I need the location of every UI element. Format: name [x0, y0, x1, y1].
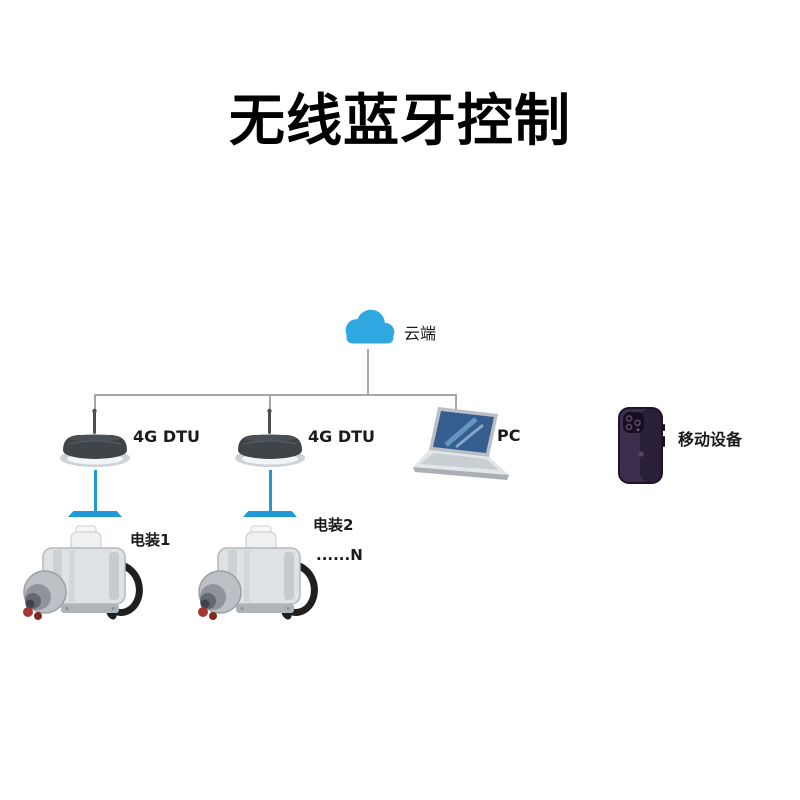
laptop-icon	[412, 405, 530, 489]
actuator2-sublabel: ......N	[316, 546, 363, 564]
cloud-drop-line	[367, 349, 369, 395]
bluetooth-link-pad-2	[243, 511, 297, 517]
bluetooth-link-pad-1	[68, 511, 122, 517]
actuator2-label: 电装2	[313, 516, 354, 534]
bus-horizontal-line	[94, 394, 457, 396]
valve-actuator2-icon	[190, 522, 325, 627]
cloud-label: 云端	[404, 324, 437, 343]
drop-line-pc	[455, 394, 457, 412]
dtu2-label: 4G DTU	[308, 427, 376, 446]
bluetooth-link-line-1	[94, 470, 97, 512]
drop-line-dtu2	[269, 394, 271, 416]
page-title: 无线蓝牙控制	[229, 89, 571, 154]
actuator1-label: 电装1	[130, 531, 171, 549]
dtu1-router-icon	[56, 408, 134, 470]
cloud-icon	[336, 305, 402, 350]
mobile-label: 移动设备	[678, 430, 743, 449]
drop-line-dtu1	[94, 394, 96, 416]
bluetooth-link-line-2	[269, 470, 272, 512]
pc-label: PC	[497, 426, 521, 445]
smartphone-icon	[610, 406, 672, 486]
dtu1-label: 4G DTU	[133, 427, 201, 446]
valve-actuator1-icon	[15, 522, 150, 627]
dtu2-router-icon	[231, 408, 309, 470]
